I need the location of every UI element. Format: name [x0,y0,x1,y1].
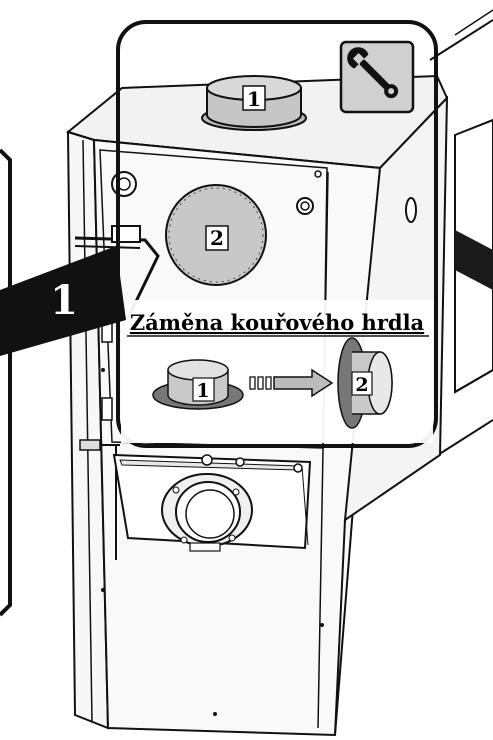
top-outlet-number: 1 [247,87,261,111]
replace-arrow [249,368,334,398]
big-arrow-label: 1 [50,277,78,324]
big-arrow: 1 [0,246,126,356]
rear-flue-opening: 2 [165,184,267,286]
wrench-icon [339,40,415,114]
left-callout-frame [0,148,12,617]
callout-frame [116,20,438,448]
top-flue-outlet: 1 [201,75,307,131]
to-number: 2 [355,374,368,396]
collar-old: 1 [152,359,244,410]
rear-outlet-number: 2 [210,226,224,250]
callout-title: Záměna kouřového hrdla [130,310,425,335]
from-number: 1 [196,380,209,402]
collar-new: 2 [337,337,393,429]
